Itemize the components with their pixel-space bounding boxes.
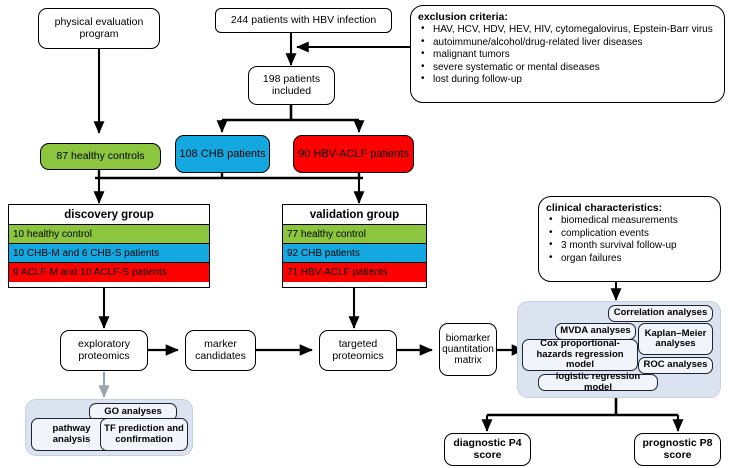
- chip-kaplan-meier-analyses[interactable]: Kaplan–Meier analyses: [638, 323, 713, 355]
- validation-group-table[interactable]: validation group 77 healthy control 92 C…: [282, 204, 427, 288]
- node-marker-candidates-label: marker candidates: [195, 337, 246, 362]
- node-biomarker-quantitation-matrix[interactable]: biomarker quantitation matrix: [439, 323, 497, 376]
- node-physical-evaluation-label: physical evaluation program: [54, 15, 144, 40]
- node-hbv-aclf-patients[interactable]: 90 HBV-ACLF patients: [293, 135, 414, 173]
- node-prognostic-score-label: prognostic P8 score: [642, 436, 713, 461]
- clinical-characteristics-title: clinical characteristics:: [546, 202, 663, 214]
- node-marker-candidates[interactable]: marker candidates: [185, 330, 256, 371]
- clinical-characteristics-list: biomedical measurements complication eve…: [546, 214, 713, 265]
- clinical-characteristics-item: complication events: [546, 227, 713, 240]
- chip-logistic-regression-label: logistic regression model: [555, 371, 641, 393]
- chip-cox-regression-label: Cox proportional-hazards regression mode…: [536, 338, 624, 371]
- chip-kaplan-meier-label: Kaplan–Meier analyses: [644, 327, 707, 349]
- chip-pathway-analysis-label: pathway analysis: [52, 423, 91, 445]
- exclusion-criteria-callout[interactable]: exclusion criteria: HAV, HCV, HDV, HEV, …: [410, 5, 725, 103]
- clinical-characteristics-callout[interactable]: clinical characteristics: biomedical mea…: [538, 196, 721, 282]
- discovery-group-row-chb: 10 CHB-M and 6 CHB-S patients: [9, 244, 209, 263]
- chip-tf-prediction-label: TF prediction and confirmation: [104, 423, 184, 445]
- exclusion-criteria-list: HAV, HCV, HDV, HEV, HIV, cytomegalovirus…: [418, 23, 717, 86]
- validation-group-header: validation group: [283, 205, 426, 225]
- node-diagnostic-p4-score[interactable]: diagnostic P4 score: [444, 433, 531, 466]
- node-198-patients-label: 198 patients included: [262, 72, 321, 97]
- node-chb-patients[interactable]: 108 CHB patients: [175, 135, 270, 173]
- chip-mvda-analyses-label: MVDA analyses: [560, 325, 631, 337]
- node-chb-patients-label: 108 CHB patients: [179, 147, 266, 160]
- node-biomarker-matrix-label: biomarker quantitation matrix: [442, 332, 494, 367]
- node-244-patients-label: 244 patients with HBV infection: [230, 13, 377, 26]
- node-hbv-aclf-patients-label: 90 HBV-ACLF patients: [298, 147, 409, 160]
- exclusion-criteria-item: severe systematic or mental diseases: [418, 61, 717, 74]
- discovery-group-row-aclf: 9 ACLF-M and 10 ACLF-S patients: [9, 263, 209, 282]
- chip-roc-analyses[interactable]: ROC analyses: [638, 357, 713, 374]
- node-exploratory-proteomics-label: exploratory proteomics: [78, 337, 130, 362]
- node-198-patients-included[interactable]: 198 patients included: [248, 66, 335, 105]
- validation-group-row-healthy: 77 healthy control: [283, 225, 426, 244]
- validation-group-row-chb: 92 CHB patients: [283, 244, 426, 263]
- node-targeted-proteomics[interactable]: targeted proteomics: [319, 330, 397, 371]
- chip-go-analyses-label: GO analyses: [104, 405, 162, 417]
- exclusion-criteria-item: autoimmune/alcohol/drug-related liver di…: [418, 36, 717, 49]
- node-physical-evaluation-program[interactable]: physical evaluation program: [38, 8, 160, 49]
- node-244-patients[interactable]: 244 patients with HBV infection: [215, 8, 392, 33]
- clinical-characteristics-item: biomedical measurements: [546, 214, 713, 227]
- exclusion-criteria-item: HAV, HCV, HDV, HEV, HIV, cytomegalovirus…: [418, 23, 717, 36]
- exclusion-criteria-title: exclusion criteria:: [418, 11, 508, 23]
- chip-correlation-analyses[interactable]: Correlation analyses: [608, 305, 713, 322]
- node-targeted-proteomics-label: targeted proteomics: [332, 337, 384, 362]
- discovery-group-header: discovery group: [9, 205, 209, 225]
- chip-roc-analyses-label: ROC analyses: [643, 359, 708, 371]
- chip-pathway-analysis[interactable]: pathway analysis: [31, 418, 112, 451]
- chip-logistic-regression-model[interactable]: logistic regression model: [538, 371, 658, 393]
- exclusion-criteria-item: malignant tumors: [418, 48, 717, 61]
- chip-tf-prediction[interactable]: TF prediction and confirmation: [100, 418, 188, 451]
- clinical-characteristics-item: organ failures: [546, 252, 713, 265]
- node-diagnostic-score-label: diagnostic P4 score: [453, 436, 522, 461]
- exclusion-criteria-item: lost during follow-up: [418, 73, 717, 86]
- node-exploratory-proteomics[interactable]: exploratory proteomics: [60, 330, 148, 371]
- node-healthy-controls-label: 87 healthy controls: [56, 149, 145, 162]
- discovery-group-row-healthy: 10 healthy control: [9, 225, 209, 244]
- chip-correlation-analyses-label: Correlation analyses: [613, 307, 708, 319]
- validation-group-row-aclf: 71 HBV-ACLF patients: [283, 263, 426, 282]
- clinical-characteristics-item: 3 month survival follow-up: [546, 239, 713, 252]
- node-healthy-controls[interactable]: 87 healthy controls: [40, 143, 161, 170]
- node-prognostic-p8-score[interactable]: prognostic P8 score: [634, 433, 721, 466]
- chip-cox-regression-model[interactable]: Cox proportional-hazards regression mode…: [522, 339, 638, 371]
- discovery-group-table[interactable]: discovery group 10 healthy control 10 CH…: [8, 204, 210, 288]
